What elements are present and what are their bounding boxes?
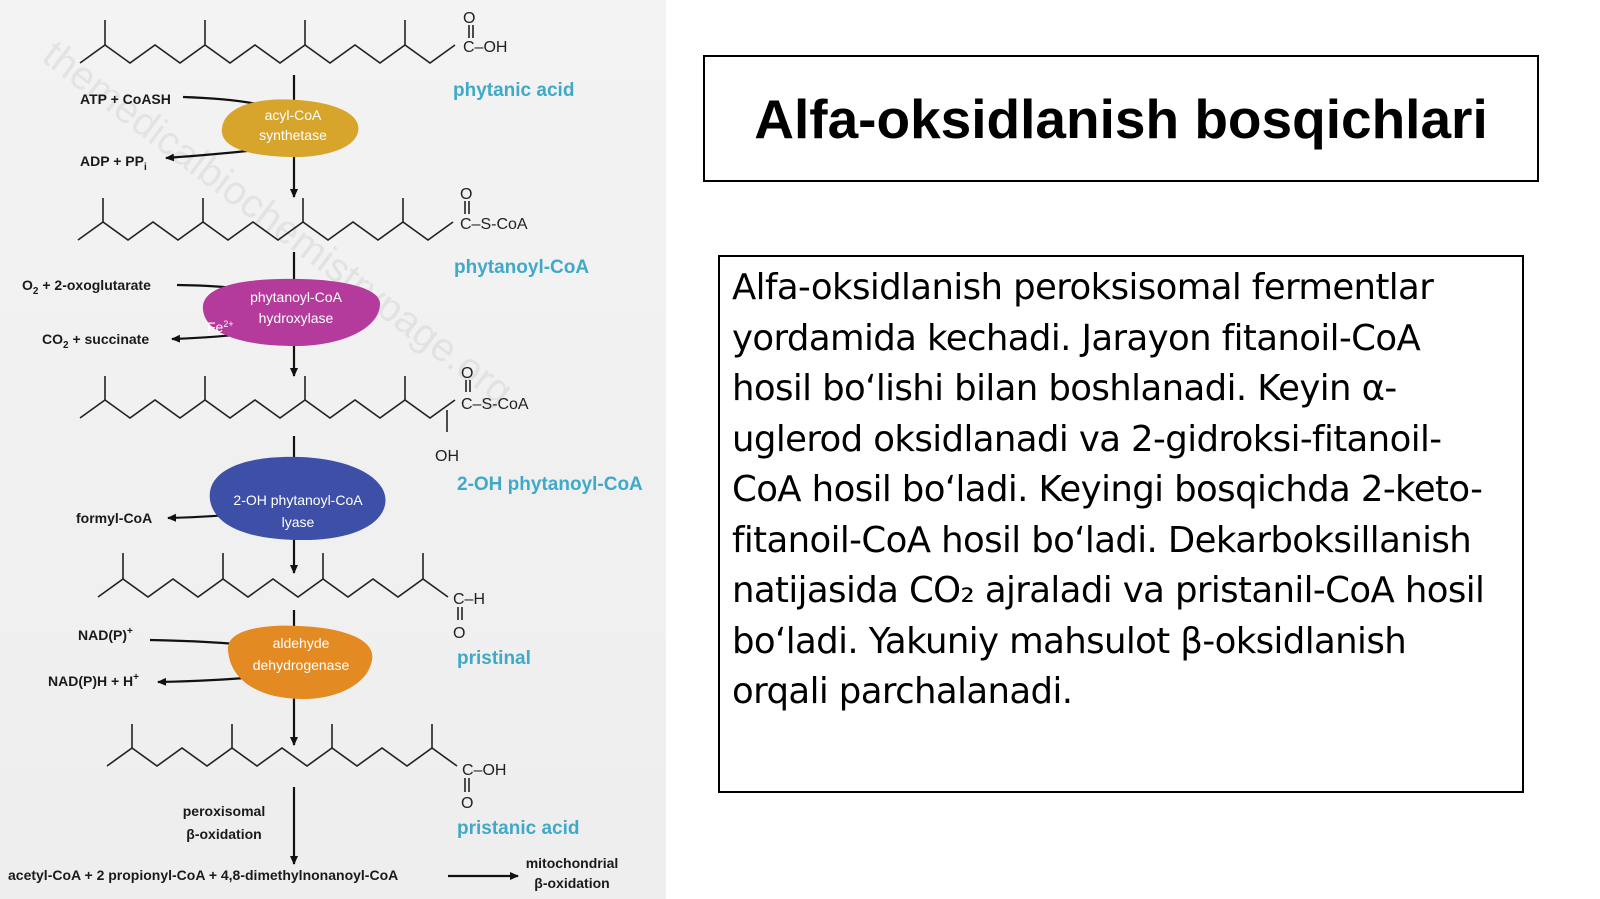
svg-text:O: O — [460, 186, 472, 203]
carboxyl-group: C–OH — [463, 39, 507, 56]
svg-text:OH: OH — [435, 448, 459, 465]
svg-text:C–S-CoA: C–S-CoA — [461, 396, 529, 413]
svg-text:C–S-CoA: C–S-CoA — [460, 216, 528, 233]
label-2oh-phytanoyl-coa: 2-OH phytanoyl-CoA — [457, 474, 643, 495]
svg-text:dehydrogenase: dehydrogenase — [253, 657, 350, 673]
pathway-diagram: themedicalbiochemistrypage.org O C–OH ph… — [0, 0, 666, 899]
svg-text:2-OH phytanoyl-CoA: 2-OH phytanoyl-CoA — [233, 492, 363, 508]
molecule-pristanic-acid: C–OH O — [106, 724, 506, 812]
svg-text:acyl-CoA: acyl-CoA — [265, 107, 322, 123]
label-peroxisomal: peroxisomal — [183, 803, 265, 819]
cosubstrate-o2-oxoglutarate: O2 + 2-oxoglutarate — [22, 277, 151, 297]
svg-text:C–OH: C–OH — [462, 762, 506, 779]
svg-text:phytanoyl-CoA: phytanoyl-CoA — [250, 289, 342, 305]
pathway-svg: themedicalbiochemistrypage.org O C–OH ph… — [8, 10, 643, 891]
cosubstrate-nadph: NAD(P)H + H+ — [48, 672, 139, 689]
svg-text:O: O — [453, 625, 465, 642]
slide-body-box: Alfa-oksidlanish peroksisomal fermentlar… — [718, 255, 1524, 793]
enzyme-acyl-coa-synthetase: acyl-CoA synthetase — [221, 99, 359, 158]
svg-text:O: O — [461, 365, 473, 382]
molecule-phytanic-acid: O C–OH — [79, 10, 507, 64]
slide-title-box: Alfa-oksidlanish bosqichlari — [703, 55, 1539, 182]
slide-title: Alfa-oksidlanish bosqichlari — [754, 87, 1488, 150]
molecule-2oh-phytanoyl-coa: O C–S-CoA OH — [79, 365, 529, 465]
watermark: themedicalbiochemistrypage.org — [35, 32, 521, 414]
svg-text:aldehyde: aldehyde — [273, 635, 330, 651]
svg-text:synthetase: synthetase — [259, 127, 327, 143]
carbonyl-o: O — [463, 10, 475, 27]
cosubstrate-nadp: NAD(P)+ — [78, 626, 133, 643]
enzyme-2oh-phytanoyl-coa-lyase: 2-OH phytanoyl-CoA lyase — [209, 456, 386, 541]
label-pristanic-acid: pristanic acid — [457, 818, 580, 839]
label-mito-beta-oxidation: β-oxidation — [534, 875, 609, 891]
enzyme-aldehyde-dehydrogenase: aldehyde dehydrogenase — [227, 625, 373, 700]
cosubstrate-formyl-coa: formyl-CoA — [76, 510, 152, 526]
svg-text:lyase: lyase — [282, 514, 315, 530]
svg-text:C–H: C–H — [453, 591, 485, 608]
label-pristinal: pristinal — [457, 648, 531, 669]
cosubstrate-atp-coash: ATP + CoASH — [80, 91, 171, 107]
final-products: acetyl-CoA + 2 propionyl-CoA + 4,8-dimet… — [8, 867, 398, 883]
label-phytanoyl-coa: phytanoyl-CoA — [454, 257, 589, 278]
molecule-phytanoyl-coa: O C–S-CoA — [77, 186, 528, 241]
label-beta-oxidation: β-oxidation — [186, 826, 261, 842]
molecule-pristinal: C–H O — [97, 553, 485, 642]
svg-text:O: O — [461, 795, 473, 812]
cosubstrate-co2-succinate: CO2 + succinate — [42, 331, 149, 351]
svg-text:hydroxylase: hydroxylase — [259, 310, 334, 326]
cosubstrate-adp-ppi: ADP + PPi — [80, 153, 147, 173]
slide-body-text: Alfa-oksidlanish peroksisomal fermentlar… — [732, 267, 1485, 712]
label-phytanic-acid: phytanic acid — [453, 80, 574, 101]
enzyme-phytanoyl-coa-hydroxylase: phytanoyl-CoA hydroxylase Fe2+ — [202, 278, 381, 346]
svg-text:Fe2+: Fe2+ — [207, 319, 234, 335]
label-mitochondrial: mitochondrial — [526, 855, 619, 871]
